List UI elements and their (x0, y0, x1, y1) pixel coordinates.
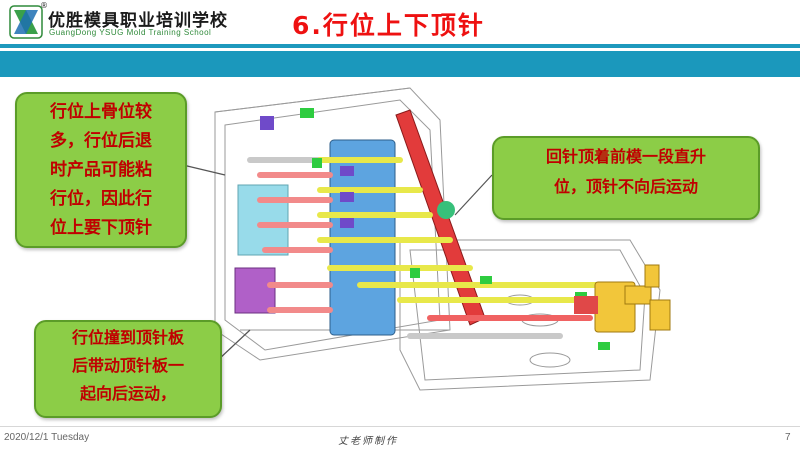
callout-line: 后带动顶针板一 (71, 356, 184, 375)
slide-header: ® 优胜模具职业培训学校 GuangDong YSUG Mold Trainin… (0, 0, 800, 46)
callout-line: 起向后运动， (79, 384, 176, 403)
callout-line: 回针顶着前模一段直升 (545, 147, 706, 166)
callout-line: 位上要下顶针 (50, 218, 152, 238)
callout-return-pin: 回针顶着前模一段直升 位，顶针不向后运动 (492, 136, 760, 220)
callout-line: 位，顶针不向后运动 (553, 177, 698, 196)
callout-line: 时产品可能粘 (50, 160, 152, 180)
school-name: 优胜模具职业培训学校 (48, 11, 228, 31)
callout-line: 行位上骨位较 (50, 102, 152, 122)
slide-title: 6.行位上下顶针 (292, 11, 485, 40)
footer-author: 丈老师制作 (338, 436, 398, 447)
mold-assembly-drawing (182, 87, 671, 391)
callout-slider-ejector: 行位上骨位较 多，行位后退 时产品可能粘 行位，因此行 位上要下顶针 (15, 92, 187, 248)
page-number: 7 (785, 432, 791, 443)
callout-ejector-plate: 行位撞到顶针板 后带动顶针板一 起向后运动， (34, 320, 222, 418)
callout-line: 行位撞到顶针板 (71, 328, 184, 347)
footer-date: 2020/12/1 Tuesday (4, 432, 90, 443)
header-band (0, 51, 800, 77)
registered-mark: ® (40, 1, 48, 10)
callout-line: 多，行位后退 (50, 131, 152, 151)
header-divider (0, 44, 800, 48)
callout-line: 行位，因此行 (50, 189, 152, 209)
footer-divider (0, 426, 800, 427)
school-name-english: GuangDong YSUG Mold Training School (49, 28, 212, 37)
school-logo-icon (9, 5, 43, 39)
